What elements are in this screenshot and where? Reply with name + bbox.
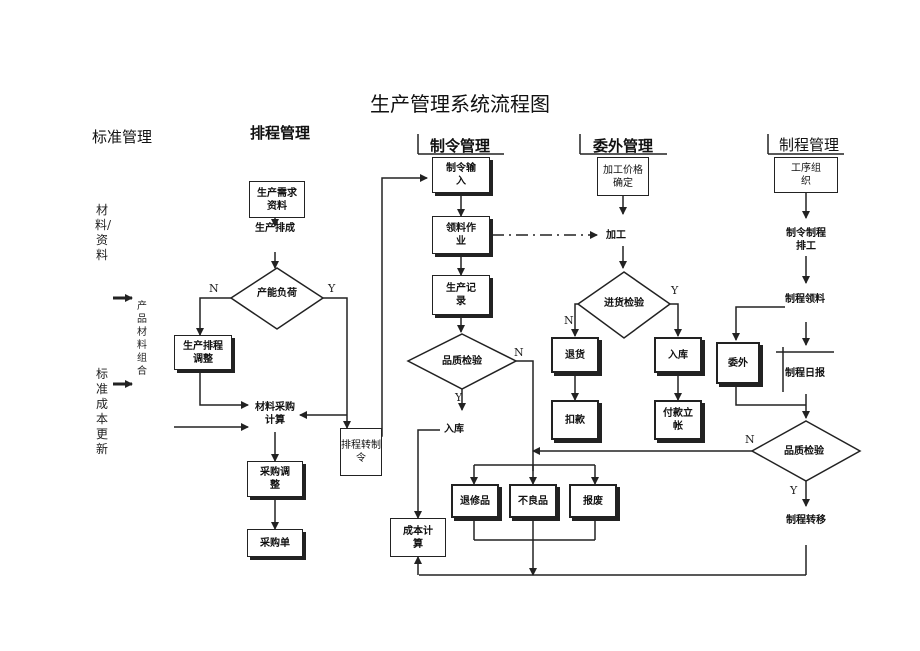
outsource-warehouse-box: 入库 [654, 337, 702, 373]
scrap-label: 报废 [583, 495, 603, 507]
header-standard-management: 标准管理 [92, 128, 153, 146]
order-input-box: 制令输入 [432, 157, 490, 193]
process-price-label: 加工价格确定 [603, 164, 643, 189]
process-quality-check-decision: 品质检验 [784, 446, 824, 457]
process-transfer-label: 制程转移 [786, 515, 826, 526]
scrap-box: 报废 [569, 484, 617, 518]
order-warehouse-label: 入库 [444, 424, 464, 435]
process-daily-report-label: 制程日报 [785, 368, 825, 379]
material-pick-label: 领料作业 [446, 223, 476, 247]
defective-items-box: 不良品 [509, 484, 557, 518]
purchase-order-box: 采购单 [247, 529, 303, 557]
incoming-no-label: N [564, 314, 574, 327]
order-process-dispatch-label: 制令制程排工 [786, 228, 826, 252]
purchase-adjust-box: 采购调整 [247, 461, 303, 497]
cost-calc-label: 成本计算 [403, 525, 433, 550]
header-scheduling-management: 排程管理 [250, 124, 311, 142]
process-qc-yes-label: Y [790, 484, 798, 497]
outsource-process-label: 加工 [606, 230, 626, 241]
capacity-yes-label: Y [328, 282, 336, 295]
incoming-check-decision: 进货检验 [604, 298, 644, 309]
repair-items-box: 退修品 [451, 484, 499, 518]
payment-box: 付款立帐 [654, 400, 702, 440]
header-outsource-management: 委外管理 [593, 137, 654, 155]
product-materials-label: 产品材料组合 [137, 301, 147, 377]
process-pick-label: 制程领料 [785, 294, 825, 305]
purchase-adjust-label: 采购调整 [260, 467, 290, 491]
payment-label: 付款立帐 [663, 408, 693, 432]
return-goods-label: 退货 [565, 349, 585, 361]
header-process-management: 制程管理 [779, 136, 840, 154]
demand-data-label: 生产需求资料 [257, 187, 297, 212]
standard-cost-label: 标准成本更新 [95, 367, 108, 456]
capacity-no-label: N [209, 282, 219, 295]
material-pick-box: 领料作业 [432, 216, 490, 254]
return-goods-box: 退货 [551, 337, 599, 373]
process-org-label: 工序组织 [791, 163, 821, 187]
schedule-adjust-box: 生产排程调整 [174, 335, 232, 370]
schedule-to-order-label: 排程转制令 [341, 440, 381, 464]
repair-items-label: 退修品 [460, 495, 490, 507]
order-input-label: 制令输入 [446, 163, 476, 187]
process-price-box: 加工价格确定 [597, 157, 649, 196]
purchase-order-label: 采购单 [260, 537, 290, 549]
order-qc-no-label: N [514, 346, 524, 359]
defective-items-label: 不良品 [518, 495, 548, 507]
outsource-box: 委外 [716, 342, 760, 384]
deduction-box: 扣款 [551, 400, 599, 440]
outsource-warehouse-label: 入库 [668, 349, 688, 361]
cost-calc-box: 成本计算 [390, 518, 446, 557]
schedule-adjust-label: 生产排程调整 [183, 340, 223, 365]
order-quality-check-decision: 品质检验 [442, 356, 482, 367]
materials-label: 材料/资料 [95, 203, 112, 262]
header-order-management: 制令管理 [430, 137, 491, 155]
diagram-title: 生产管理系统流程图 [370, 92, 550, 116]
schedule-to-order-box: 排程转制令 [340, 428, 382, 476]
order-qc-yes-label: Y [455, 391, 463, 404]
production-schedule-label: 生产排成 [255, 223, 295, 234]
capacity-load-decision: 产能负荷 [257, 288, 297, 299]
production-record-box: 生产记录 [432, 275, 490, 315]
process-qc-no-label: N [745, 433, 755, 446]
demand-data-box: 生产需求资料 [249, 181, 305, 218]
deduction-label: 扣款 [565, 414, 585, 426]
process-org-box: 工序组织 [774, 157, 838, 193]
material-purchase-calc-label: 材料采购计算 [255, 402, 295, 426]
incoming-yes-label: Y [671, 284, 679, 297]
production-record-label: 生产记录 [446, 283, 476, 307]
outsource-label: 委外 [728, 357, 748, 369]
